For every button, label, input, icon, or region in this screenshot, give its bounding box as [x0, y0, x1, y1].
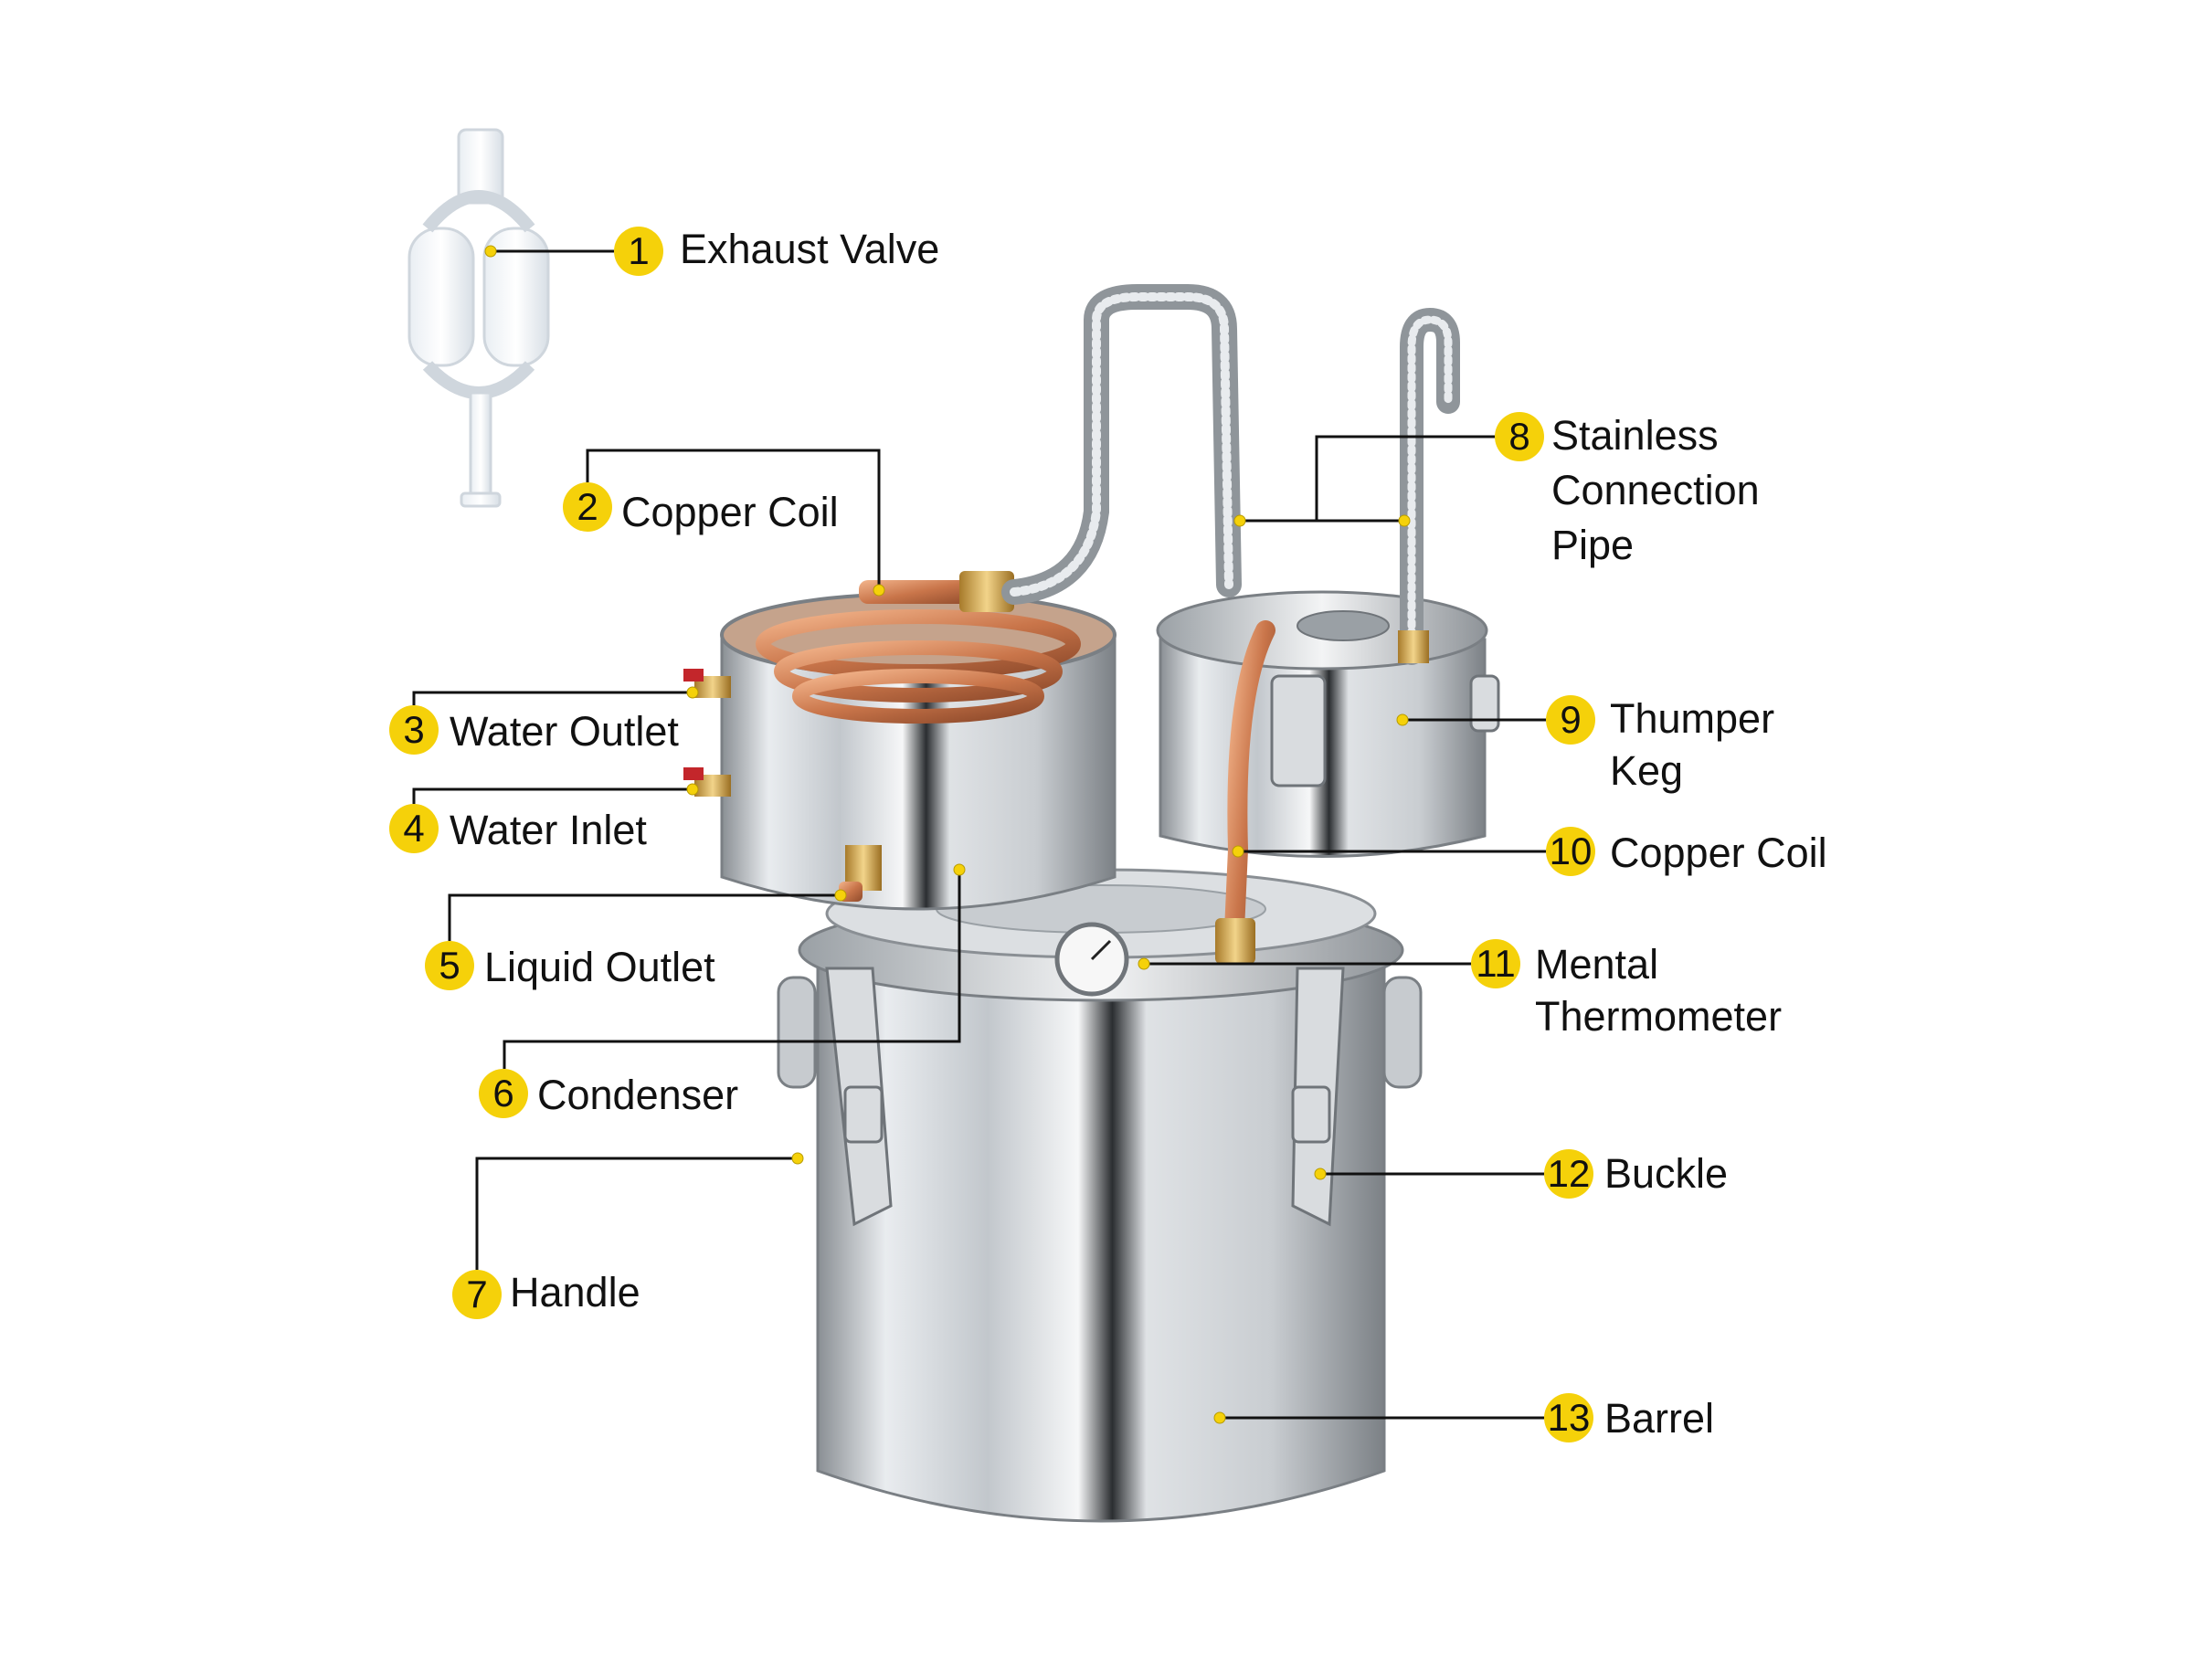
badge-9: 9: [1546, 695, 1595, 745]
leader-6: [503, 870, 961, 1069]
label-thumper-line-2: Keg: [1610, 747, 1684, 794]
copper-pipe-shape: [1223, 620, 1275, 960]
badge-2: 2: [563, 482, 612, 532]
label-thermometer-line-2: Thermometer: [1535, 993, 1783, 1040]
badge-4: 4: [389, 804, 439, 853]
label-thermometer-line-1: Mental: [1535, 941, 1659, 988]
label-buckle: Buckle: [1604, 1150, 1729, 1197]
leader-7: [475, 1157, 798, 1270]
badge-11: 11: [1471, 939, 1520, 988]
label-thumper-line-1: Thumper: [1610, 695, 1775, 742]
thermometer-shape: [1054, 922, 1129, 997]
leader-lines: [412, 249, 1546, 1420]
leader-3: [412, 691, 693, 705]
badge-10: 10: [1546, 827, 1595, 876]
badge-12: 12: [1544, 1149, 1593, 1199]
label-copper-coil-10: Copper Coil: [1610, 830, 1827, 876]
thumper-keg-shape: [1156, 590, 1500, 858]
label-stainless-line-1: Stainless: [1551, 412, 1719, 459]
stainless-pipe-shape: [1001, 284, 1460, 665]
badge-6: 6: [479, 1069, 528, 1118]
badge-1: 1: [614, 227, 663, 276]
leader-dots: [484, 245, 1411, 1424]
label-stainless-line-2: Connection: [1551, 467, 1760, 513]
badge-8: 8: [1495, 412, 1544, 461]
leader-4: [412, 787, 693, 804]
label-condenser: Condenser: [537, 1072, 739, 1118]
label-water-outlet: Water Outlet: [450, 708, 679, 755]
leader-8a: [1240, 435, 1495, 523]
badge-3: 3: [389, 705, 439, 755]
label-barrel: Barrel: [1604, 1395, 1715, 1442]
label-stainless-line-3: Pipe: [1551, 522, 1635, 568]
leader-5: [448, 893, 841, 941]
badge-7: 7: [452, 1270, 502, 1319]
label-exhaust-valve: Exhaust Valve: [680, 226, 940, 272]
label-liquid-outlet: Liquid Outlet: [484, 944, 715, 990]
exhaust-valve-shape: [407, 128, 550, 508]
badge-5: 5: [425, 941, 474, 990]
badge-13: 13: [1544, 1393, 1593, 1442]
label-handle: Handle: [510, 1269, 640, 1316]
product-illustration: [407, 128, 1500, 1523]
condenser-shape: [683, 571, 1117, 911]
label-copper-coil-2: Copper Coil: [621, 489, 839, 535]
label-water-inlet: Water Inlet: [450, 807, 647, 853]
leader-2: [586, 449, 881, 590]
